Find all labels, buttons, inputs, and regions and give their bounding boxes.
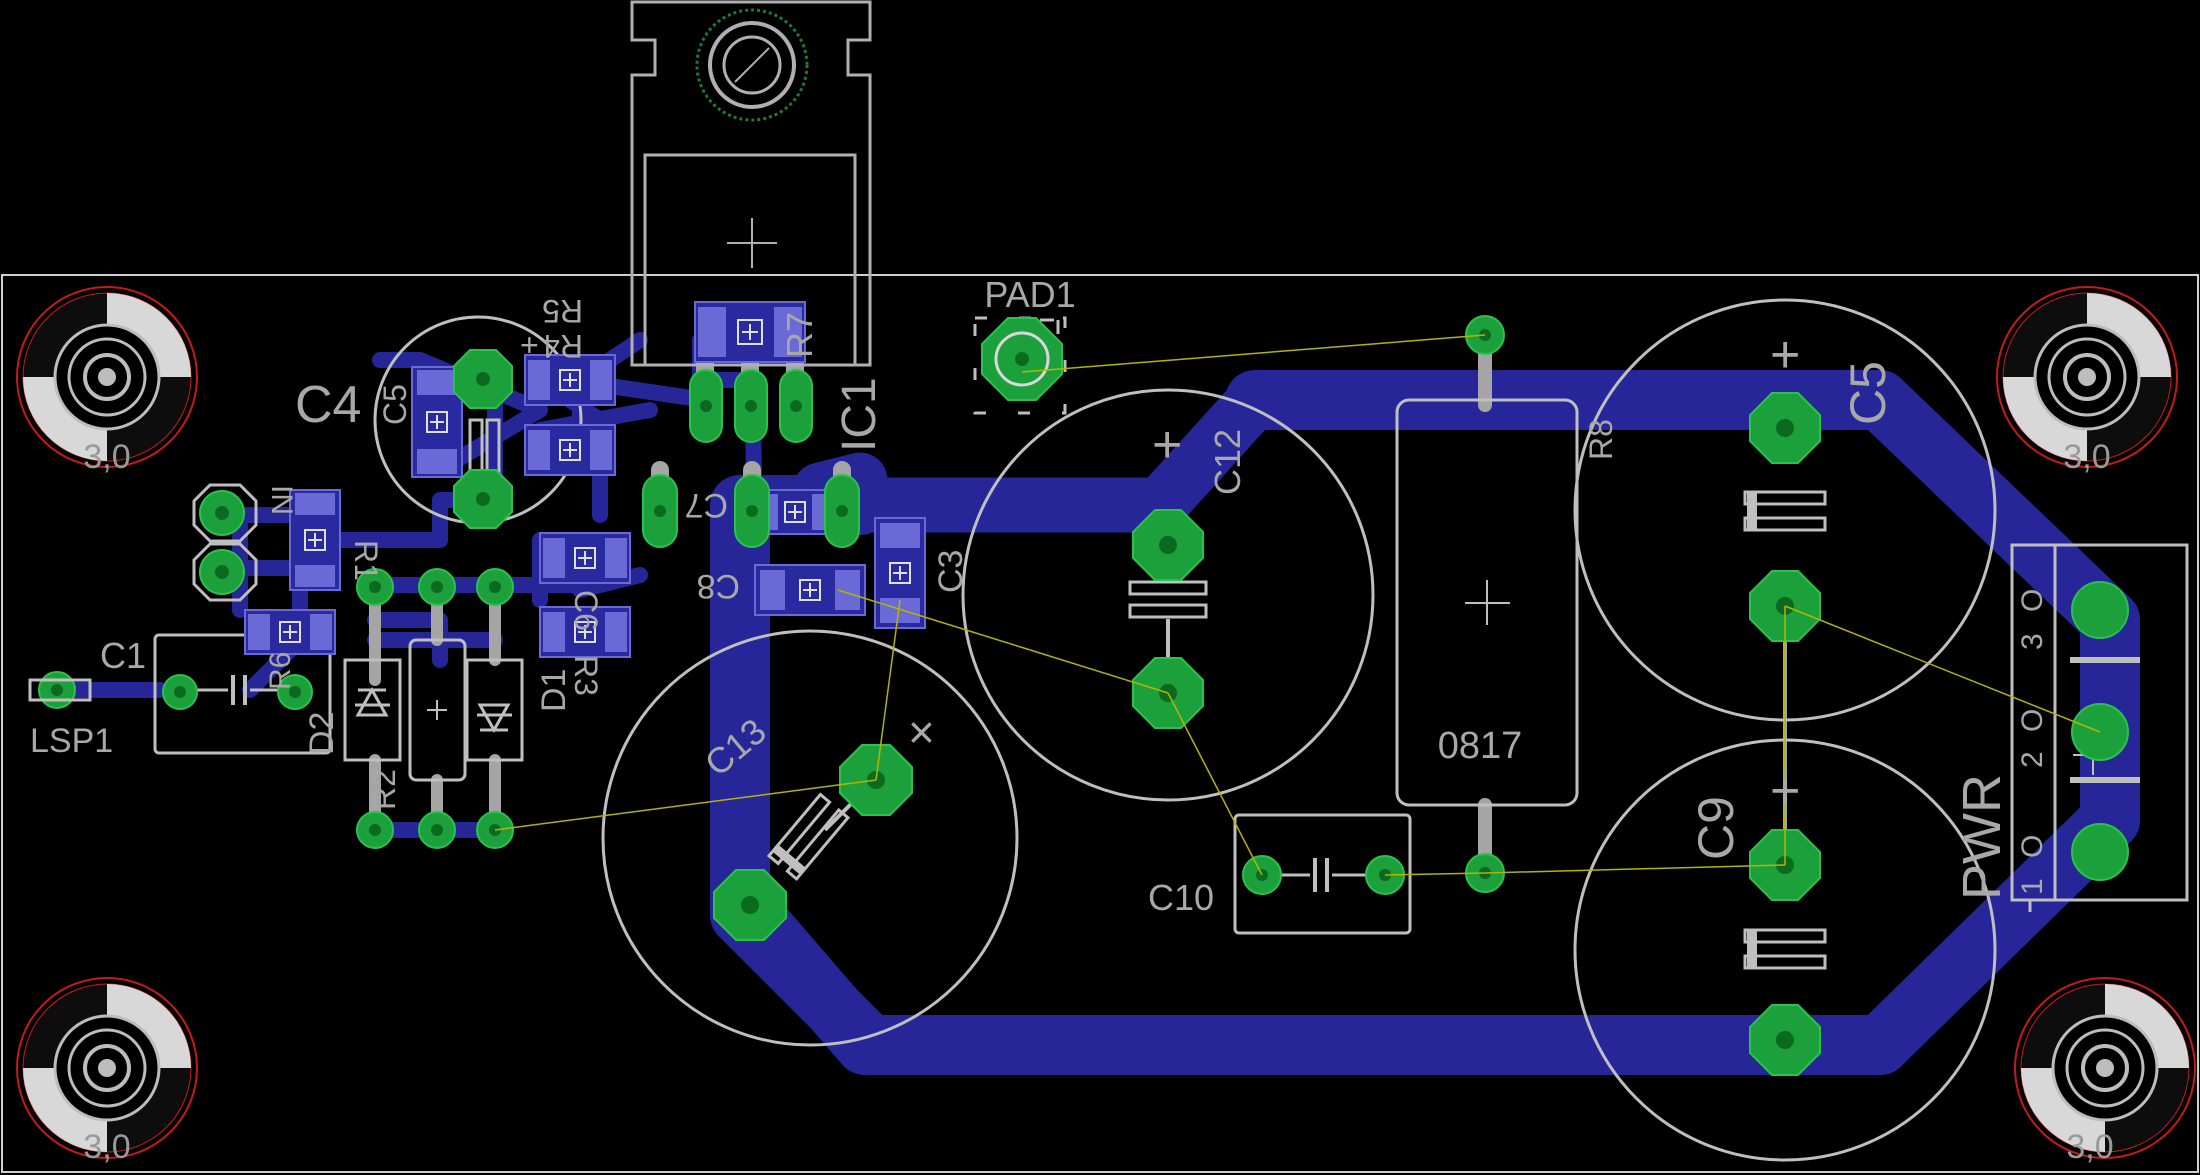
label-pin2: 2 [2016,751,2049,768]
label-r8: R8 [1583,419,1619,460]
hole-keepout-ring [16,286,198,468]
mounting-hole-br[interactable]: 3,0 [2014,977,2196,1166]
hole-ring [2047,337,2127,417]
label-c10: C10 [1148,877,1214,918]
label-c1: C1 [100,635,146,676]
label-r2: R2 [366,769,402,810]
label-r5: R5 [542,293,583,329]
through-hole-pads [28,315,2129,1076]
label-pin3: 3 [2016,633,2049,650]
label-c4: C4 [295,376,361,434]
c1-outline [153,633,332,755]
board-outline [1,274,2199,1173]
label-c5: C5 [1840,361,1896,425]
smd-c6 [539,532,631,584]
label-c12: C12 [1207,429,1248,495]
ic1-tab-hole-keepout [695,8,809,122]
label-pwr: PWR [1952,774,2012,900]
mounting-hole-bl[interactable]: 3,0 [16,977,198,1166]
hole-ring [83,1044,131,1092]
pad1-ring [994,331,1050,387]
label-c5-small: C5 [377,384,413,425]
polarity-x-c13: × [908,706,935,758]
mounting-hole-tl[interactable]: 3,0 [16,286,198,476]
label-r7: R7 [779,312,820,358]
in-pad-outline [192,483,258,543]
hole-keepout-ring [2014,977,2196,1159]
label-c6: C6 [568,590,604,631]
smd-c3 [874,517,926,629]
pwr-pads [2071,581,2129,881]
pwr-outline [2010,543,2189,902]
label-pin1: 1 [2016,878,2049,895]
lsp1-outline [28,678,92,702]
ic1-tab-hole-inner [722,35,782,95]
ic1-package[interactable] [630,0,872,367]
hole-ring [2065,1028,2145,1108]
hole-ring [67,1028,147,1108]
hole-size-label: 3,0 [2063,438,2110,476]
hole-ring [67,337,147,417]
hole-keepout-ring [16,977,198,1159]
hole-center [98,368,116,386]
polarity-plus-c5: + [1770,326,1800,384]
c13-outline [601,629,1019,1047]
label-r3: R3 [568,655,604,696]
r2-body [408,638,467,782]
d2-outline [343,658,402,762]
label-d2: D2 [303,712,341,755]
polarity-plus-c4: + [520,327,539,363]
ic1-tab-hole [708,21,796,109]
hole-center [2096,1059,2114,1077]
ic1-outline [630,0,872,367]
c12-outline [961,388,1375,802]
hole-ring [83,353,131,401]
r8-body [1395,398,1579,807]
label-r8-value: 0817 [1438,725,1523,767]
label-pin-o2: O [2016,709,2049,732]
in-pad-outline [192,542,258,602]
hole-ring [2063,353,2111,401]
label-pin-o1: O [2016,835,2049,858]
polarity-plus-c12: + [1152,416,1182,474]
hole-ring [2081,1044,2129,1092]
label-c3: C3 [932,550,970,593]
hole-size-label: 3,0 [83,438,130,476]
label-r4: R4 [542,328,583,364]
label-c8: C8 [697,567,740,605]
label-r1: R1 [348,540,384,581]
label-c9: C9 [1688,796,1744,860]
smd-r3 [539,606,631,658]
smd-r-lower [244,609,336,655]
smd-r7 [694,301,806,363]
ic1-tab-hole-mark [734,47,770,83]
hole-size-label: 3,0 [2066,1128,2113,1166]
mounting-hole-tr[interactable]: 3,0 [1996,286,2178,476]
hole-center [2078,368,2096,386]
label-c7: C7 [685,486,728,524]
d1-outline [465,658,524,762]
hole-size-label: 3,0 [83,1128,130,1166]
label-pad1: PAD1 [984,274,1075,315]
component-labels: PAD1 C4 C5 R5 R4 R7 IC1 C7 C8 C3 C6 R3 D… [30,274,2049,918]
label-pin-o3: O [2016,589,2049,612]
pad1-drill [1015,352,1029,366]
label-r6: R6 [264,652,297,690]
hole-center [98,1059,116,1077]
smd-c8 [754,564,866,616]
smd-r6 [524,424,616,476]
ic1-origin-cross [727,218,777,268]
label-d1: D1 [535,669,573,712]
label-in: IN [265,485,298,515]
airwires-layer [494,334,2101,876]
smd-r1 [289,489,341,591]
smd-r5-r4 [524,354,616,406]
polarity-plus-c9: + [1770,762,1800,820]
hole-keepout-ring [1996,286,2178,468]
ic1-body [643,153,857,367]
label-ic1: IC1 [833,377,886,452]
label-lsp1: LSP1 [30,722,113,760]
